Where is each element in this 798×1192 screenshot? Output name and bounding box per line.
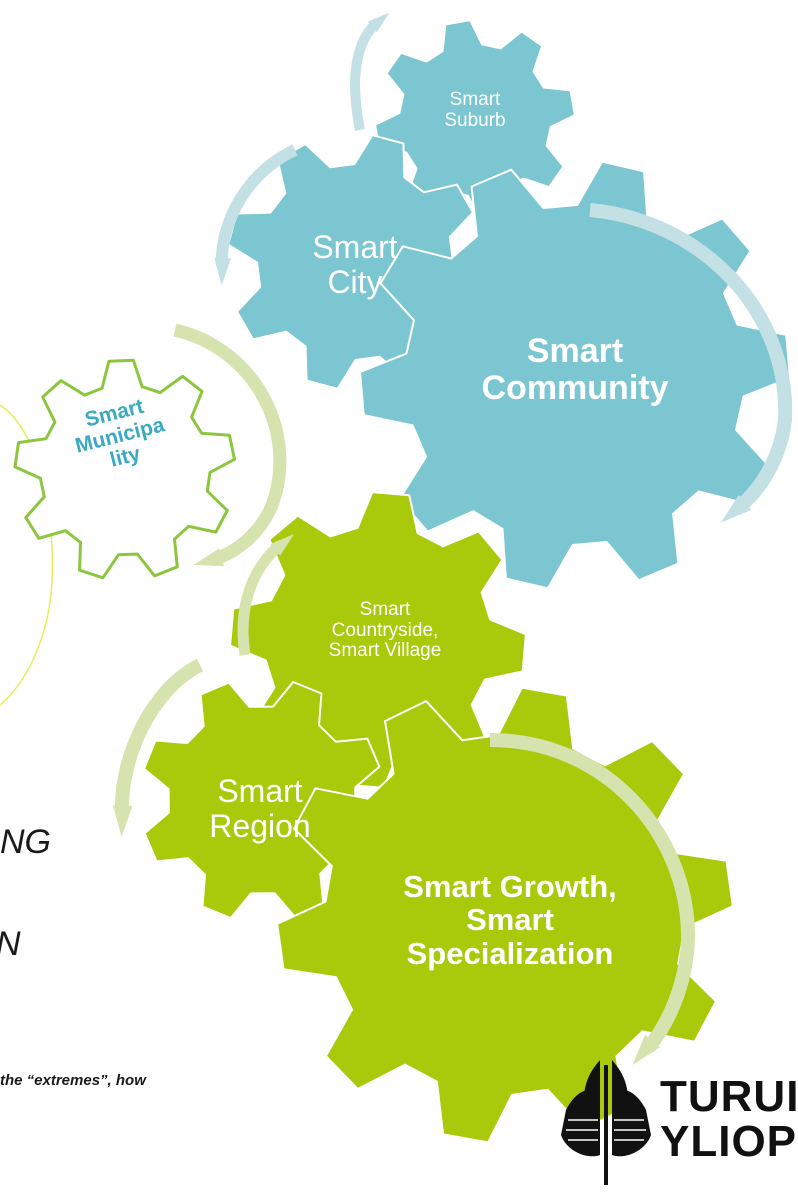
- logo-text-line-1: TURUI: [660, 1072, 798, 1121]
- arrow-growth-cycle: [489, 733, 696, 1053]
- arrow-city-cycle-head: [214, 257, 231, 286]
- arrow-community-cycle: [589, 203, 793, 514]
- arrow-municipality-cycle-head: [193, 548, 224, 567]
- gear-smart-municipality: [13, 358, 236, 580]
- side-text-line-1: NG: [0, 823, 51, 861]
- arrow-countryside-cycle-head: [270, 534, 295, 556]
- arrow-municipality-cycle: [173, 323, 287, 567]
- yellow-circle-outline: [0, 404, 54, 706]
- footnote-text: the “extremes”, how: [0, 1072, 146, 1089]
- arrow-community-cycle-head: [720, 494, 752, 523]
- arrow-growth-cycle-head: [632, 1034, 661, 1066]
- gear-smart-community: [359, 160, 791, 590]
- arrow-region-cycle-head: [112, 805, 133, 837]
- arrow-countryside-cycle: [237, 540, 284, 656]
- side-text-line-2: N: [0, 925, 21, 964]
- arrow-suburb-cycle: [350, 18, 382, 131]
- logo-text-line-2: YLIOP: [660, 1117, 798, 1166]
- arrow-region-cycle: [114, 658, 204, 813]
- arrow-city-cycle: [215, 144, 298, 266]
- gear-smart-suburb: [374, 19, 576, 221]
- arrow-suburb-cycle-head: [367, 12, 390, 33]
